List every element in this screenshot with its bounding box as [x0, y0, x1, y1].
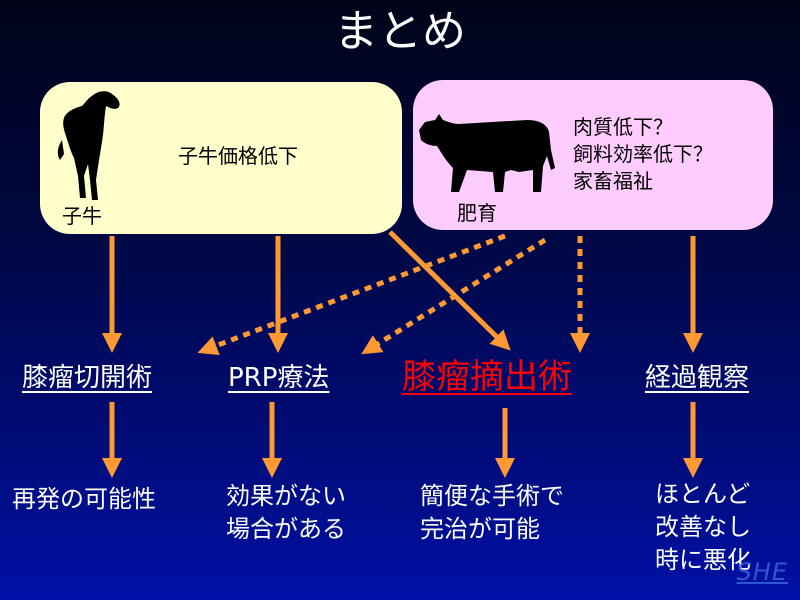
fattening-label: 肥育	[457, 201, 497, 225]
fattening-issues: 肉質低下？ 飼料効率低下？ 家畜福祉	[573, 115, 713, 193]
method-observation: 経過観察	[645, 363, 750, 393]
arrow-fat-to-prp	[361, 237, 547, 355]
outcome-incision: 再発の可能性	[12, 485, 156, 513]
cattle-silhouette-icon	[419, 114, 555, 192]
arrow-calf-to-excision	[388, 230, 511, 351]
method-incision: 膝瘤切開術	[22, 363, 153, 393]
watermark: SHE	[736, 558, 788, 586]
method-prp: PRP療法	[228, 363, 330, 393]
outcome-excision: 簡便な手術で 完治が可能	[420, 482, 564, 543]
calf-box: 子牛 子牛価格低下	[40, 82, 402, 234]
calf-issue: 子牛価格低下	[178, 144, 298, 168]
calf-silhouette-icon	[57, 91, 120, 200]
calf-label: 子牛	[62, 204, 102, 228]
fattening-box: 肥育 肉質低下？ 飼料効率低下？ 家畜福祉	[413, 80, 773, 230]
outcome-observation: ほとんど 改善なし 時に悪化	[655, 480, 751, 574]
arrow-fat-to-incision	[197, 233, 506, 356]
method-excision: 膝瘤摘出術	[402, 357, 572, 397]
outcome-prp: 効果がない 場合がある	[226, 482, 346, 543]
page-title: まとめ	[334, 6, 466, 57]
